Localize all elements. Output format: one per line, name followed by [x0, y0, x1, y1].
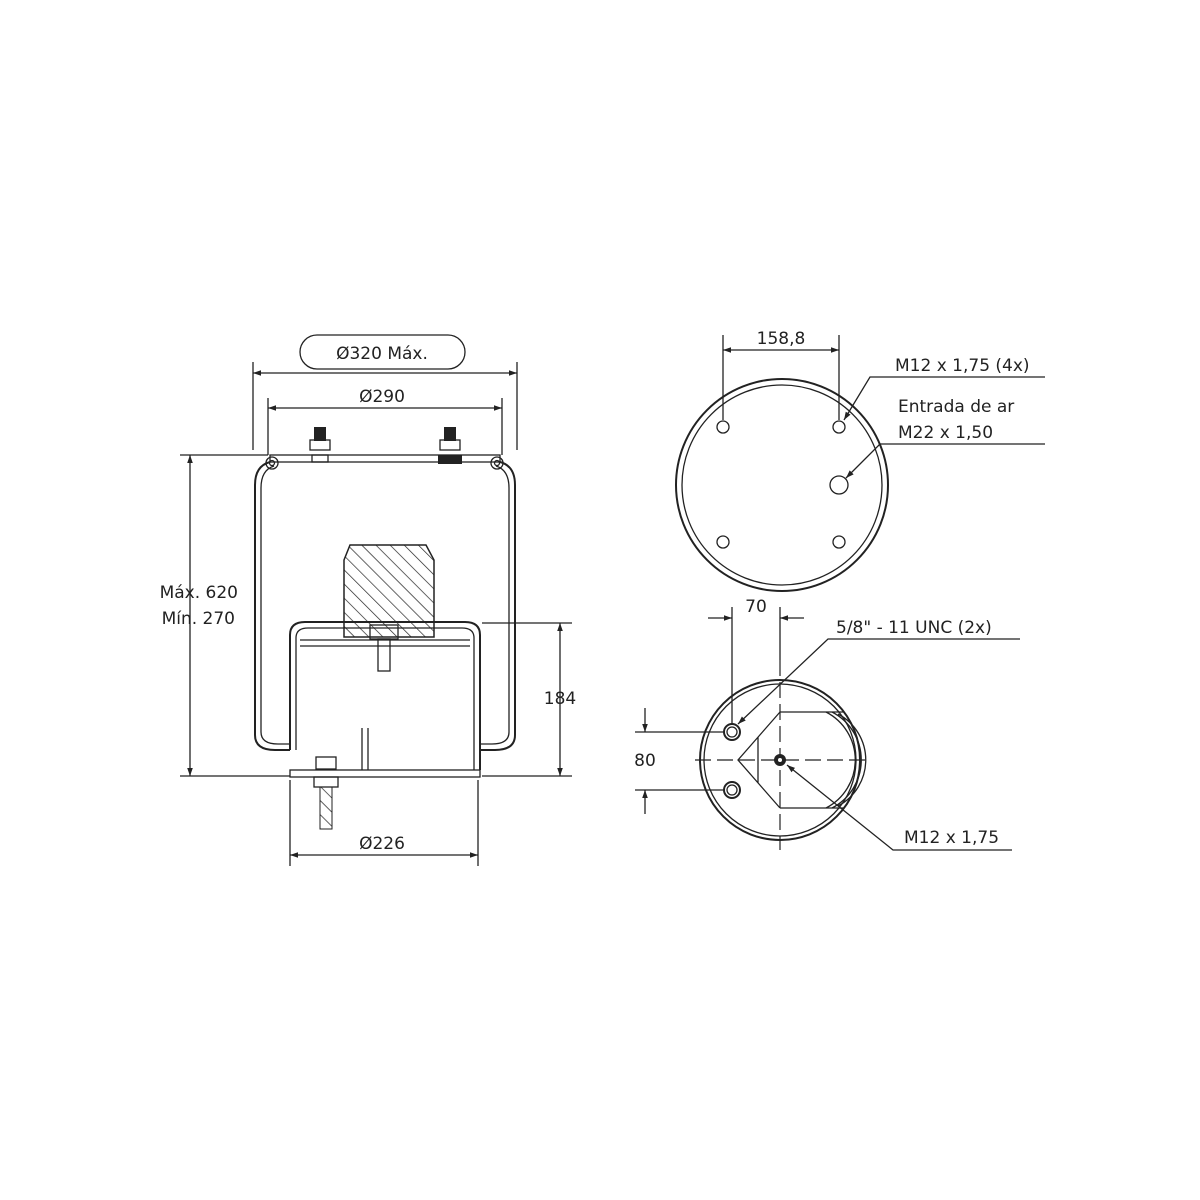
label-air-thread: M22 x 1,50 [898, 423, 993, 443]
bellows-outline [254, 461, 516, 751]
bolt-hole [716, 420, 730, 434]
dim-piston-height: 184 [544, 689, 576, 709]
dim-spacing: 80 [634, 751, 656, 771]
stud-bottom [313, 756, 339, 830]
dim-piston-diameter: Ø226 [359, 834, 405, 854]
label-air-inlet: Entrada de ar [898, 397, 1014, 417]
bottom-view: 70 5/8" - 11 UNC (2x) 80 M12 x 1,75 [634, 597, 1020, 851]
air-inlet [829, 475, 849, 495]
dim-bolt-spacing: 158,8 [757, 329, 806, 349]
dim-diameter-290: Ø290 [359, 387, 405, 407]
max-diameter-badge [299, 334, 466, 370]
dim-height-min: Mín. 270 [162, 609, 235, 629]
bolt-hole [832, 420, 846, 434]
label-thread: M12 x 1,75 (4x) [895, 356, 1030, 376]
bottom-plate [289, 769, 481, 778]
stud-right [438, 427, 462, 464]
dim-height-max: Máx. 620 [160, 583, 238, 603]
dim-max-diameter: Ø320 Máx. [336, 344, 428, 364]
top-plate [269, 454, 501, 463]
label-center-thread: M12 x 1,75 [904, 828, 999, 848]
stud-left [309, 427, 331, 463]
bolt-hole [832, 535, 846, 549]
label-unc: 5/8" - 11 UNC (2x) [836, 618, 992, 638]
dim-offset: 70 [745, 597, 767, 617]
bolt-hole [716, 535, 730, 549]
side-view: Ø320 Máx. Ø290 Máx. 620 Mín. 270 184 Ø22… [160, 334, 576, 866]
piston [289, 621, 481, 770]
top-view: 158,8 M12 x 1,75 (4x) Entrada de ar M22 … [675, 329, 1045, 592]
bumper [343, 544, 435, 638]
